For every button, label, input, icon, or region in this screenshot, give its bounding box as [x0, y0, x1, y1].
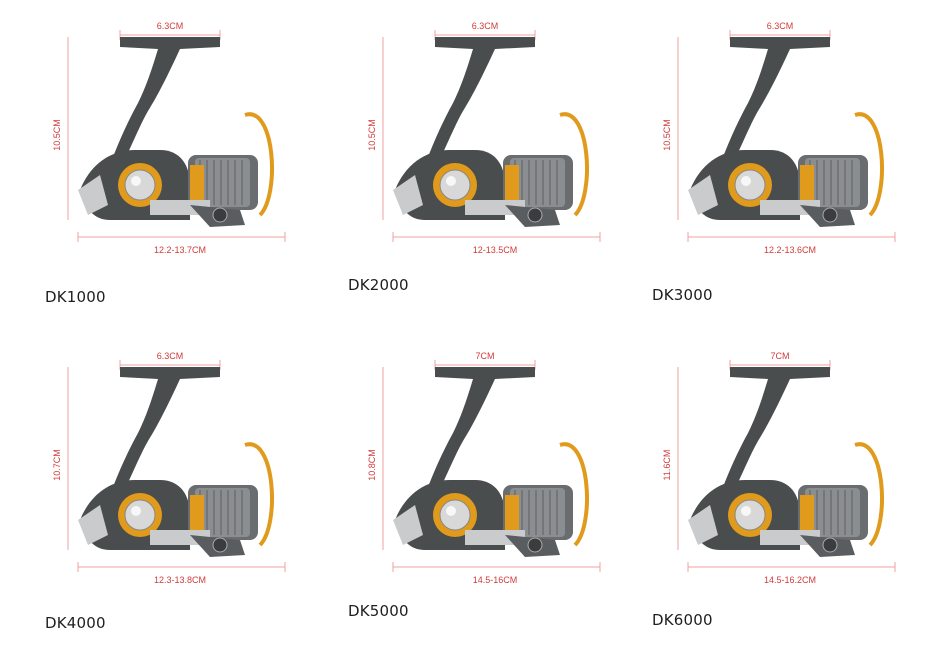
height-label: 10.5CM [662, 119, 672, 151]
width-label: 6.3CM [157, 351, 184, 361]
width-label: 7CM [475, 351, 494, 361]
reel-figure: 6.3CM 10.7CM 12.3-13.8CM [52, 351, 286, 585]
model-label: DK4000 [45, 614, 106, 632]
reel-bail [559, 442, 589, 547]
width-label: 6.3CM [157, 21, 184, 31]
length-label: 12.2-13.6CM [764, 245, 816, 255]
width-label: 6.3CM [472, 21, 499, 31]
reel-bail [559, 112, 589, 217]
model-label: DK3000 [652, 286, 713, 304]
reel-figure: 7CM 10.8CM 14.5-16CM [367, 351, 601, 585]
model-label: DK1000 [45, 288, 106, 306]
height-label: 10.7CM [52, 449, 62, 481]
reel-nose [393, 175, 423, 215]
reel-stem [720, 37, 830, 165]
reel-bail [854, 112, 884, 217]
length-label: 12.2-13.7CM [154, 245, 206, 255]
reel-nose [688, 505, 718, 545]
reel-figure: 6.3CM 10.5CM 12.2-13.7CM [52, 21, 286, 255]
model-label: DK2000 [348, 276, 409, 294]
reel-bail [244, 442, 274, 547]
reel-stem [720, 367, 830, 495]
reel-stem [425, 367, 535, 495]
height-label: 10.5CM [367, 119, 377, 151]
height-label: 10.5CM [52, 119, 62, 151]
reel-nose [78, 175, 108, 215]
reel-figure: 7CM 11.6CM 14.5-16.2CM [662, 351, 896, 585]
length-label: 14.5-16CM [473, 575, 518, 585]
reel-nose [393, 505, 423, 545]
reel-bail [854, 442, 884, 547]
width-label: 6.3CM [767, 21, 794, 31]
length-label: 12.3-13.8CM [154, 575, 206, 585]
reel-figure: 6.3CM 10.5CM 12-13.5CM [367, 21, 601, 255]
model-label: DK5000 [348, 602, 409, 620]
height-label: 10.8CM [367, 449, 377, 481]
reel-bail [244, 112, 274, 217]
reel-nose [78, 505, 108, 545]
width-label: 7CM [770, 351, 789, 361]
reel-nose [688, 175, 718, 215]
reel-stem [110, 367, 220, 495]
height-label: 11.6CM [662, 450, 672, 481]
length-label: 14.5-16.2CM [764, 575, 816, 585]
reel-stem [110, 37, 220, 165]
length-label: 12-13.5CM [473, 245, 518, 255]
reel-stem [425, 37, 535, 165]
reel-figure: 6.3CM 10.5CM 12.2-13.6CM [662, 21, 896, 255]
model-label: DK6000 [652, 611, 713, 629]
